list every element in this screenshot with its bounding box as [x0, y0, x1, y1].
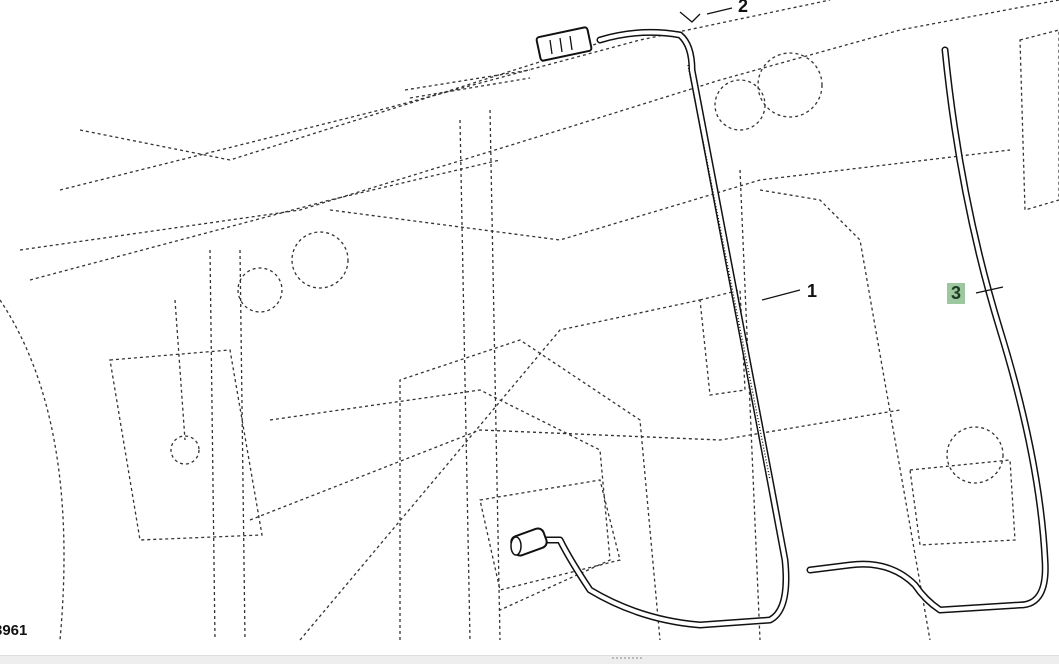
- bottom-scrollbar[interactable]: [0, 655, 1059, 664]
- leader-lines: [706, 7, 1004, 301]
- wire-harness-1: [541, 28, 790, 629]
- connector-top: [535, 26, 593, 62]
- callout-1[interactable]: 1: [807, 281, 818, 301]
- connector-bottom: [510, 527, 548, 557]
- hose-3: [806, 46, 1049, 614]
- cab-structure-dashed-lines: [0, 0, 1059, 641]
- clip-2: [679, 11, 701, 23]
- scroll-grip[interactable]: [612, 657, 642, 663]
- callout-2[interactable]: 2: [738, 0, 749, 16]
- callout-3-highlighted[interactable]: 3: [947, 283, 966, 304]
